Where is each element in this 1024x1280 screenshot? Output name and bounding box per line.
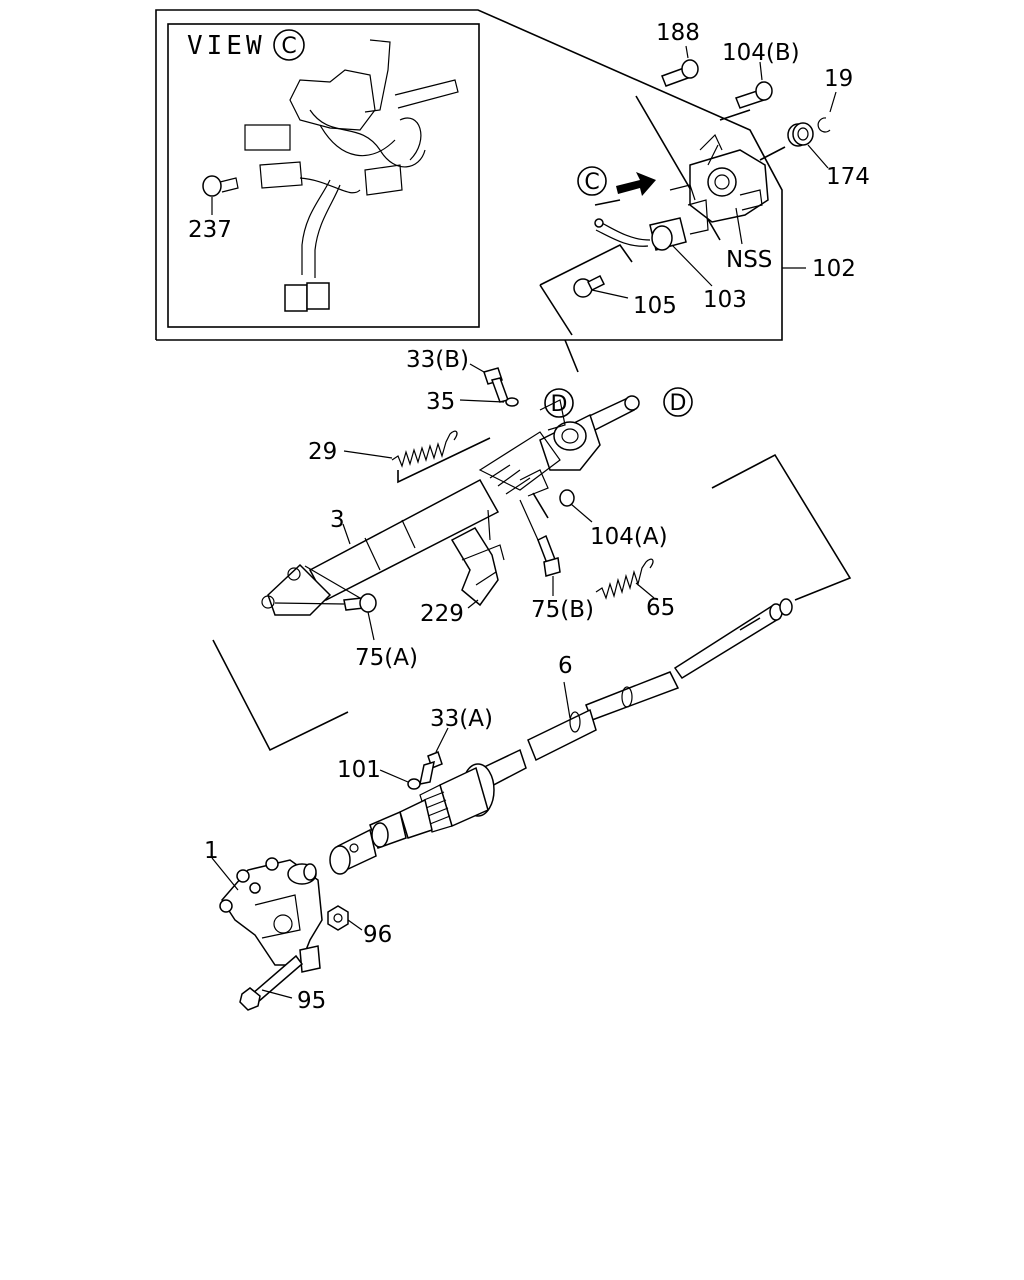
view-c-harness-drawing xyxy=(244,39,459,312)
label-229: 229 xyxy=(420,601,464,627)
label-104b: 104(B) xyxy=(722,40,800,66)
washer-101 xyxy=(379,769,421,790)
spring-65 xyxy=(595,558,655,600)
clip-19 xyxy=(817,91,837,133)
label-6: 6 xyxy=(558,653,573,679)
callout-d-shaft-letter: D xyxy=(670,391,687,416)
upper-shaft xyxy=(478,395,640,497)
bushing-174 xyxy=(787,122,829,169)
view-c-title: VIEW C xyxy=(187,29,305,61)
lower-shaft-6 xyxy=(527,598,793,762)
bolt-33b xyxy=(469,363,509,403)
bolt-104a xyxy=(559,489,593,523)
callout-d-top: D xyxy=(544,388,574,418)
assembly-reference-lines xyxy=(212,453,852,752)
label-33a: 33(A) xyxy=(430,706,493,732)
bolt-237 xyxy=(202,175,239,215)
bracket-229 xyxy=(450,509,505,609)
label-104a: 104(A) xyxy=(590,524,668,550)
bolt-104b xyxy=(735,61,773,109)
spring-29 xyxy=(343,430,491,484)
label-188: 188 xyxy=(656,20,700,46)
label-75a: 75(A) xyxy=(355,645,418,671)
washer-35 xyxy=(459,397,519,407)
view-title-text: VIEW xyxy=(187,31,266,61)
label-102: 102 xyxy=(812,256,856,282)
label-75b: 75(B) xyxy=(531,597,594,623)
callout-d-top-letter: D xyxy=(551,392,568,417)
intermediate-shaft-universal-joint xyxy=(329,748,527,875)
label-1: 1 xyxy=(204,838,219,864)
label-29: 29 xyxy=(308,439,337,465)
label-96: 96 xyxy=(363,922,392,948)
column-tube-3 xyxy=(261,478,500,616)
label-237: 237 xyxy=(188,217,232,243)
callout-c-letter: C xyxy=(584,170,599,195)
view-c-arrow-callout: C xyxy=(577,166,656,196)
view-c-letter: C xyxy=(281,34,296,59)
view-c-detail-frame xyxy=(155,9,783,341)
switch-assembly-102 xyxy=(594,133,769,251)
label-101: 101 xyxy=(337,757,381,783)
label-105: 105 xyxy=(633,293,677,319)
steering-gearbox-1 xyxy=(219,857,323,973)
label-174: 174 xyxy=(826,164,870,190)
label-3: 3 xyxy=(330,507,345,533)
nut-96 xyxy=(327,905,363,931)
bolt-95 xyxy=(239,954,304,1011)
bolt-75a xyxy=(274,593,377,641)
view-direction-arrow xyxy=(616,172,656,196)
bolt-75b xyxy=(519,499,561,596)
label-19: 19 xyxy=(824,66,853,92)
leader-nss xyxy=(735,207,743,245)
label-33b: 33(B) xyxy=(406,347,469,373)
leader-1 xyxy=(211,857,239,891)
label-35: 35 xyxy=(426,389,455,415)
callout-d-shaft: D xyxy=(663,387,693,417)
label-nss: NSS xyxy=(726,247,772,273)
label-103: 103 xyxy=(703,287,747,313)
leader-103 xyxy=(671,244,713,287)
label-65: 65 xyxy=(646,595,675,621)
label-95: 95 xyxy=(297,988,326,1014)
view-c-circle xyxy=(273,29,305,61)
bolt-105 xyxy=(573,274,629,299)
bolt-188 xyxy=(661,45,699,87)
bolt-33a xyxy=(419,727,449,785)
